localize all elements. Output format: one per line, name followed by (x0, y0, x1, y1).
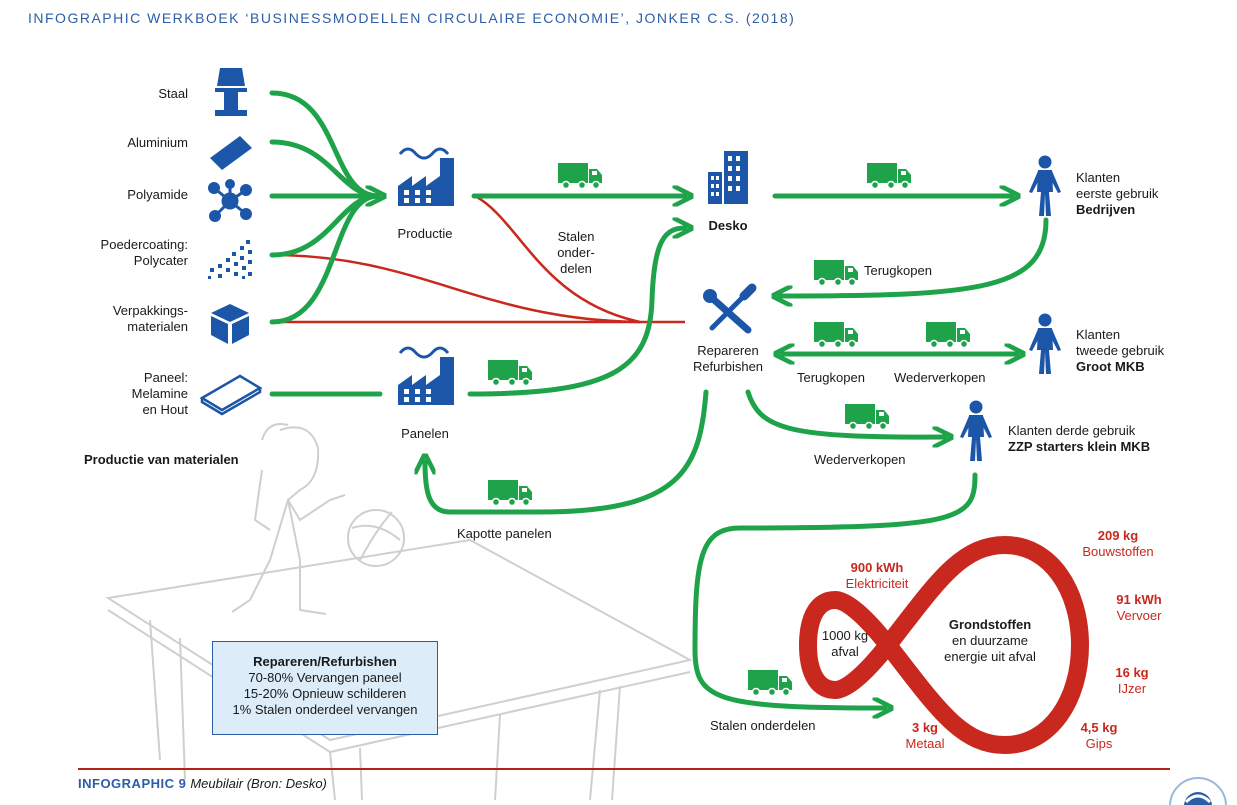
building-icon (708, 151, 748, 204)
node-label-desko: Desko (708, 218, 748, 233)
powder-icon (208, 240, 252, 279)
customer-second-use: Klanten tweede gebruik Groot MKB (1076, 327, 1165, 374)
loop-output-bouwstoffen: 209 kg Bouwstoffen (1082, 528, 1154, 559)
aluminium-bar-icon (210, 135, 252, 170)
truck-icon (747, 669, 793, 697)
flow-label-wederverkopen: Wederverkopen (814, 452, 906, 467)
customer-first-use: Klanten eerste gebruik Bedrijven (1076, 170, 1159, 217)
truck-icon (844, 403, 890, 431)
wrench-screwdriver-icon (703, 283, 757, 334)
loop-output-elektriciteit: 900 kWh Elektriciteit (845, 560, 909, 591)
page-header: INFOGRAPHIC WERKBOEK ‘BUSINESSMODELLEN C… (28, 10, 796, 26)
flow-label-kapotte-panelen: Kapotte panelen (457, 526, 552, 541)
loop-output-metaal: 3 kg Metaal (905, 720, 945, 751)
panel-board-icon (199, 374, 263, 416)
repair-info-box: Repareren/Refurbishen 70-80% Vervangen p… (212, 641, 438, 735)
node-label-productie: Productie (397, 226, 453, 241)
loop-center-label: Grondstoffen en duurzame energie uit afv… (944, 617, 1036, 664)
molecule-icon (208, 179, 252, 222)
truck-icon (557, 162, 603, 190)
truck-icon (487, 479, 533, 507)
factory-icon (396, 346, 456, 407)
person-icon (1029, 155, 1061, 216)
flow-label-wederverkopen: Wederverkopen (894, 370, 986, 385)
footer-divider (78, 768, 1170, 770)
green-flows (269, 90, 1049, 708)
node-label-panelen: Panelen (401, 426, 449, 441)
customer-third-use: Klanten derde gebruik ZZP starters klein… (1008, 423, 1151, 454)
flow-label-stalen-onderdelen: Stalen onderdelen (710, 718, 816, 733)
loop-output-gips: 4,5 kg Gips (1080, 720, 1118, 751)
flow-label-terugkopen: Terugkopen (864, 263, 932, 278)
material-label-aluminium: Aluminium (127, 135, 188, 150)
truck-icon (487, 359, 533, 387)
truck-icon (925, 321, 971, 349)
steel-beam-icon (215, 68, 247, 116)
material-label-staal: Staal (158, 86, 188, 101)
truck-icon (866, 162, 912, 190)
person-icon (1029, 313, 1061, 374)
package-box-icon (211, 304, 249, 344)
material-label-poedercoating: Poedercoating: Polycater (100, 237, 188, 268)
node-label-stalen-onderdelen: Stalen onder- delen (557, 229, 595, 276)
waste-loop (799, 536, 1089, 754)
background-sketch (105, 423, 693, 801)
red-flows (271, 194, 685, 324)
truck-icon (813, 259, 859, 287)
material-label-verpakkings: Verpakkings- materialen (112, 303, 188, 334)
person-icon (960, 400, 992, 461)
flow-label-terugkopen: Terugkopen (797, 370, 865, 385)
factory-icon (396, 147, 456, 208)
loop-waste-label: 1000 kg afval (821, 628, 869, 659)
truck-icon (813, 321, 859, 349)
section-title: Productie van materialen (84, 452, 239, 467)
loop-output-vervoer: 91 kWh Vervoer (1116, 592, 1162, 623)
seal-logo-icon (1169, 777, 1227, 805)
node-label-repareren: Repareren Refurbishen (692, 343, 764, 374)
loop-output-ijzer: 16 kg IJzer (1115, 665, 1149, 696)
material-label-paneel: Paneel: Melamine en Hout (131, 370, 188, 417)
material-label-polyamide: Polyamide (127, 187, 188, 202)
